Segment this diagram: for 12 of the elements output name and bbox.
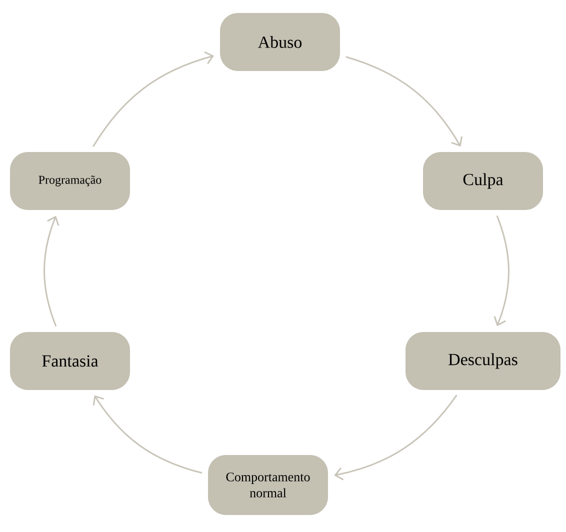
arrow [92, 395, 202, 474]
arrow [346, 56, 463, 147]
arrow [44, 216, 60, 326]
arrow [334, 394, 458, 480]
process-box: Comportamento normal [208, 454, 328, 515]
process-box: Programação [10, 152, 130, 210]
process-box: Culpa [423, 152, 543, 210]
process-box: Abuso [220, 13, 340, 71]
arrow [92, 51, 214, 148]
process-box: Fantasia [10, 332, 130, 390]
process-box: Desculpas [406, 332, 560, 390]
arrow [494, 215, 510, 326]
